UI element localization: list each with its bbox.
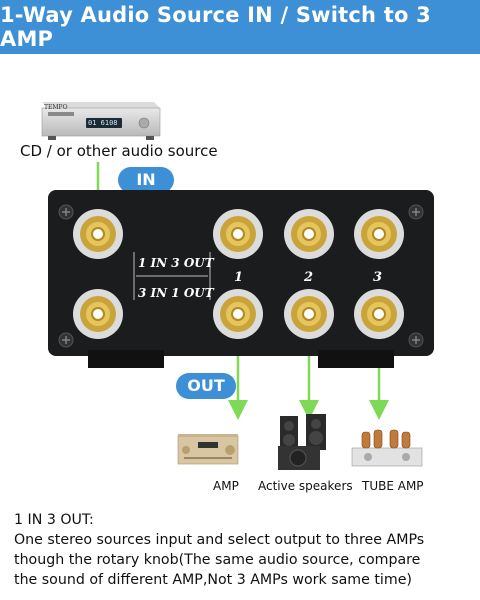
output-label-amp: AMP xyxy=(213,479,239,493)
output-label-active-speakers: Active speakers xyxy=(258,479,353,493)
tube-amp-image xyxy=(351,429,423,467)
amp-image xyxy=(177,434,239,465)
in-badge: IN xyxy=(118,167,174,193)
description-line-1: One stereo sources input and select outp… xyxy=(14,532,425,548)
banner-title: 1-Way Audio Source IN / Switch to 3 AMP xyxy=(0,3,431,51)
title-banner: 1-Way Audio Source IN / Switch to 3 AMP xyxy=(0,0,480,54)
cd-display: 01 6108 xyxy=(88,119,118,127)
out-badge: OUT xyxy=(176,373,236,399)
channel-label-3: 3 xyxy=(373,270,383,285)
mode-label-1in3out: 1 IN 3 OUT xyxy=(138,256,214,270)
description-block: 1 IN 3 OUT: One stereo sources input and… xyxy=(14,510,474,590)
description-heading: 1 IN 3 OUT: xyxy=(14,512,94,528)
description-line-3: the sound of different AMP,Not 3 AMPs wo… xyxy=(14,572,412,588)
cd-brand: TEMPO xyxy=(44,104,68,111)
channel-label-1: 1 xyxy=(234,270,244,285)
switch-box xyxy=(48,190,434,368)
mode-label-3in1out: 3 IN 1 OUT xyxy=(138,286,214,300)
description-line-2: though the rotary knob(The same audio so… xyxy=(14,552,421,568)
source-label: CD / or other audio source xyxy=(20,142,218,160)
channel-label-2: 2 xyxy=(304,270,314,285)
active-speakers-image xyxy=(278,414,326,470)
cd-player-image xyxy=(41,102,161,140)
output-label-tube-amp: TUBE AMP xyxy=(362,479,424,493)
